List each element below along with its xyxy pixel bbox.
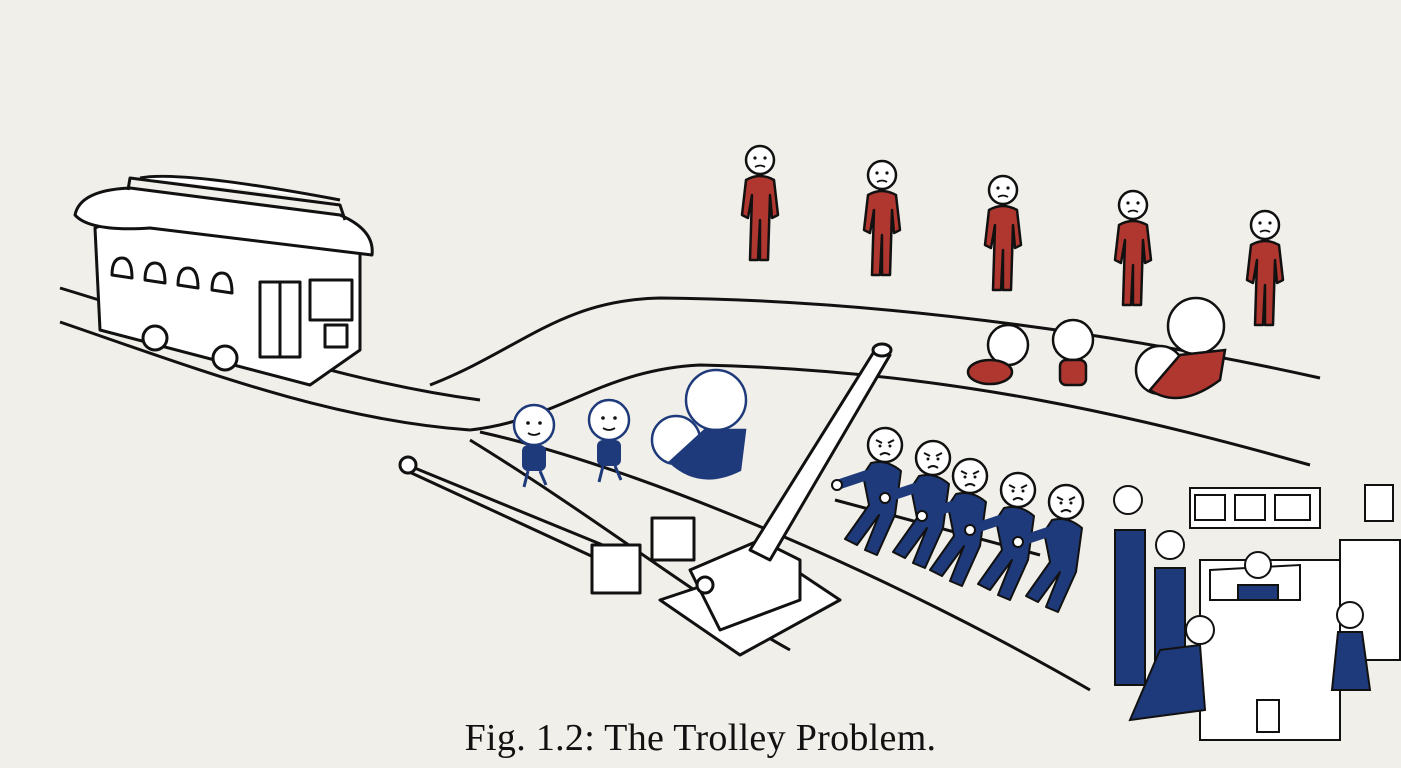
hospital-scene — [1113, 484, 1401, 741]
rope-pullers — [832, 428, 1083, 612]
blue-group — [512, 368, 748, 489]
red-group — [740, 144, 1285, 400]
figure-caption: Fig. 1.2: The Trolley Problem. — [464, 717, 937, 759]
clipboard-icon — [1256, 699, 1280, 733]
track-lever-icon — [398, 342, 893, 657]
trolley-icon — [73, 174, 374, 387]
